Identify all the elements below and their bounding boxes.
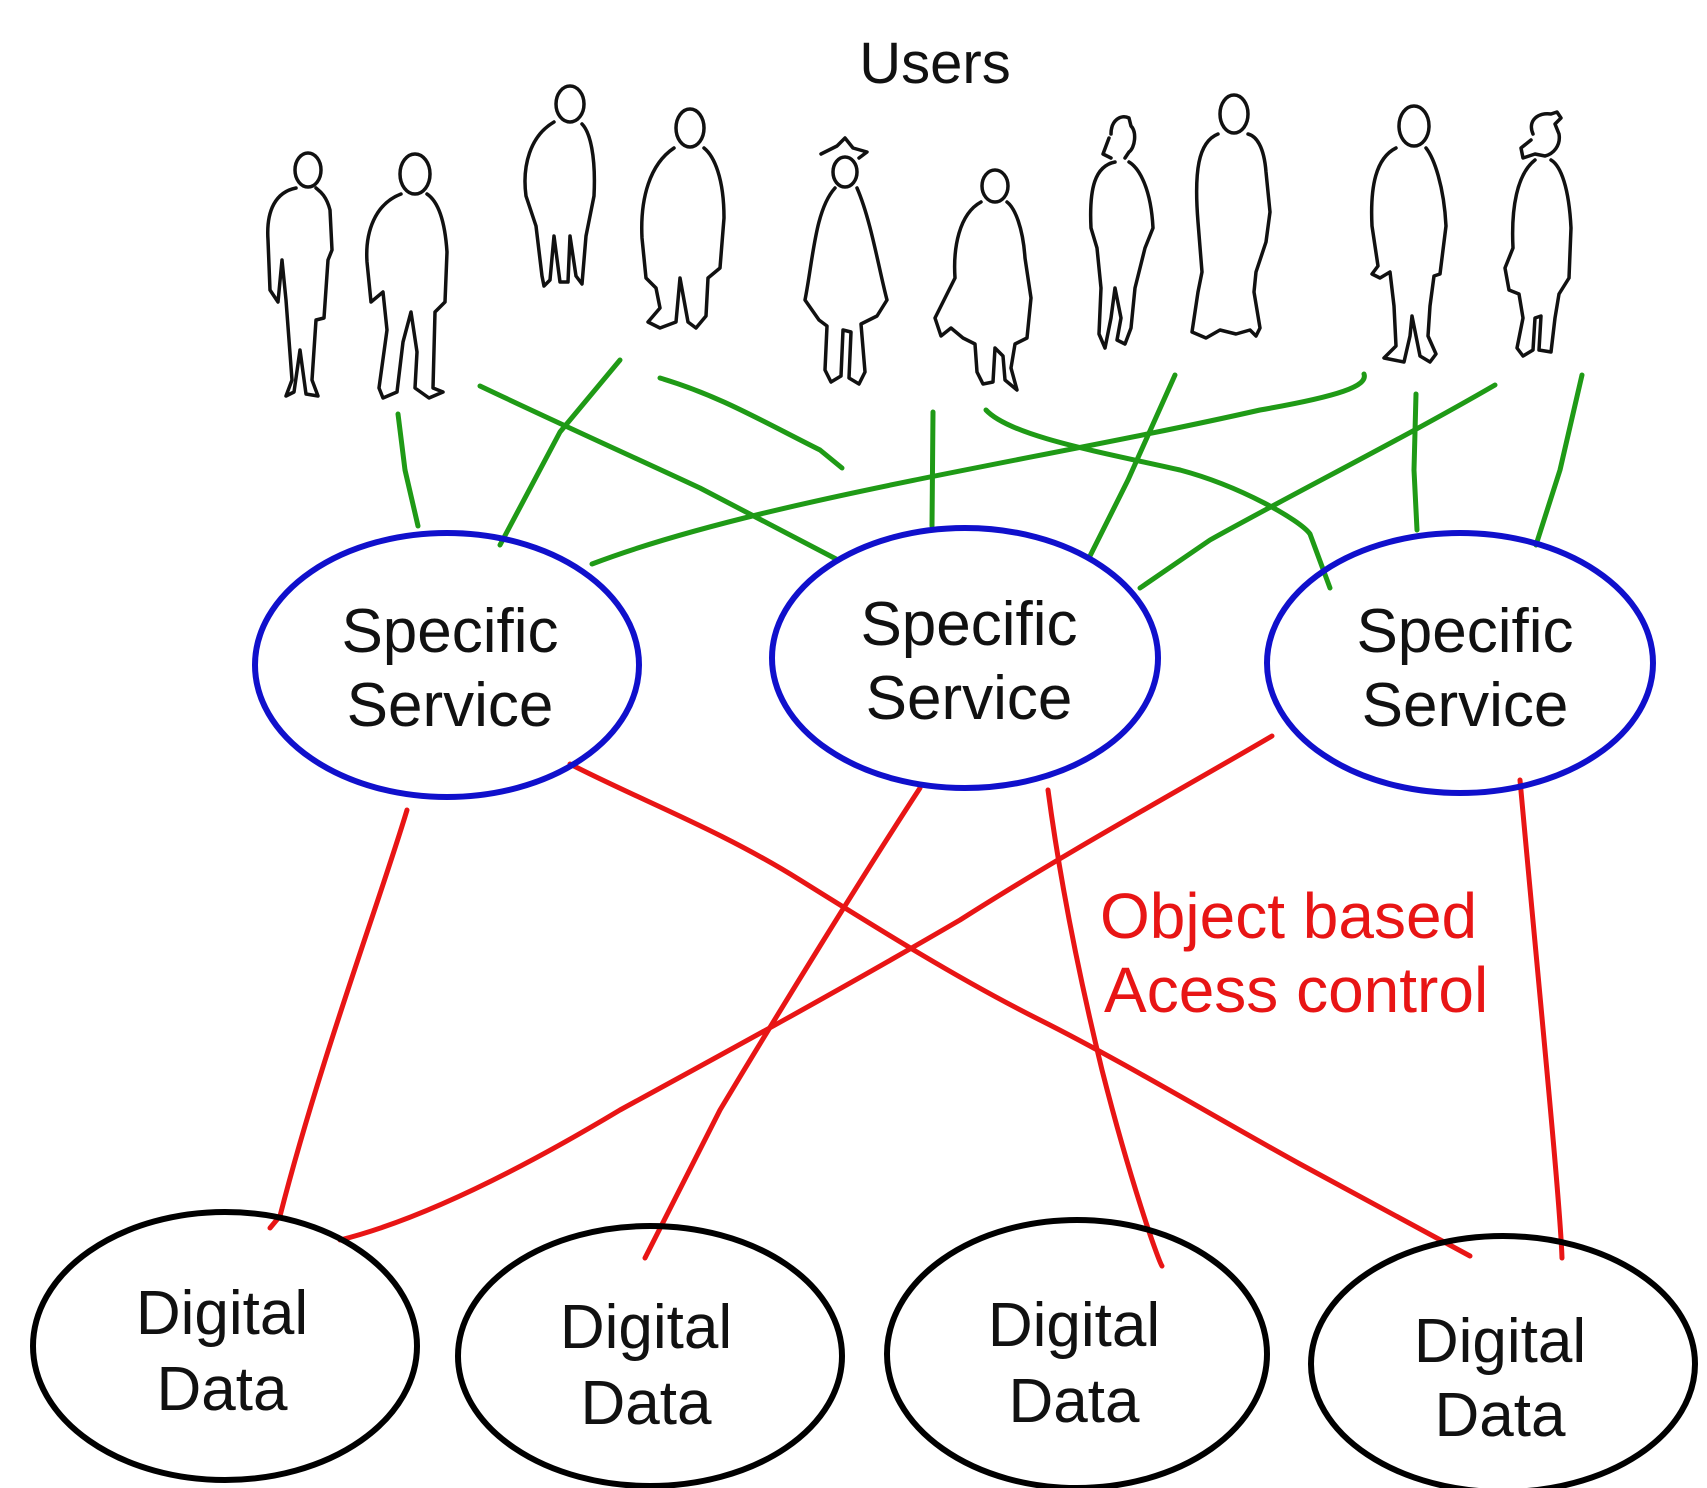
user-figure-8 — [1190, 93, 1272, 340]
service-label-1-line2: Service — [347, 671, 554, 740]
service-label-3-line2: Service — [1362, 671, 1569, 740]
access-link-6 — [1517, 777, 1565, 1261]
data-label-1-line1: Digital — [136, 1279, 308, 1348]
data-label-3-line2: Data — [1009, 1367, 1140, 1436]
users-title: Users — [859, 31, 1010, 96]
access-link-5 — [337, 733, 1275, 1243]
data-node-1: Digital Data — [30, 1209, 420, 1483]
user-figure-7 — [1088, 115, 1155, 350]
data-label-1-line2: Data — [157, 1355, 288, 1424]
access-link-4 — [1045, 787, 1165, 1269]
user-figure-2 — [365, 152, 449, 400]
user-link-6 — [929, 409, 936, 529]
user-link-11 — [1533, 372, 1585, 548]
user-link-3 — [657, 375, 845, 471]
annotation-line2: Acess control — [1104, 954, 1488, 1026]
access-link-3 — [642, 785, 923, 1261]
access-link-1 — [267, 807, 410, 1231]
user-figure-10 — [1503, 110, 1573, 358]
user-link-1 — [395, 411, 421, 529]
data-label-3-line1: Digital — [988, 1291, 1160, 1360]
user-service-links — [395, 357, 1585, 591]
user-figure-5 — [803, 136, 889, 386]
service-label-1-line1: Specific — [341, 597, 558, 666]
user-link-10 — [1411, 391, 1420, 533]
access-link-2 — [567, 761, 1473, 1259]
data-node-2: Digital Data — [455, 1223, 845, 1488]
user-link-8 — [983, 407, 1333, 591]
user-link-9 — [1137, 382, 1498, 591]
user-figure-3 — [523, 84, 597, 288]
data-ellipse-1 — [30, 1209, 420, 1483]
user-figure-6 — [933, 168, 1033, 392]
user-link-2 — [497, 357, 623, 548]
service-label-2-line2: Service — [866, 664, 1073, 733]
data-label-4-line2: Data — [1435, 1381, 1566, 1450]
service-label-3-line1: Specific — [1356, 597, 1573, 666]
service-ellipse-3 — [1264, 530, 1656, 796]
data-node-4: Digital Data — [1308, 1233, 1698, 1488]
user-link-7 — [1087, 372, 1178, 559]
annotation-line1: Object based — [1100, 880, 1477, 952]
data-ellipse-3 — [884, 1217, 1270, 1488]
data-label-4-line1: Digital — [1414, 1307, 1586, 1376]
data-label-2-line2: Data — [581, 1369, 712, 1438]
service-ellipse-2 — [769, 525, 1161, 791]
data-node-3: Digital Data — [884, 1217, 1270, 1488]
service-node-1: Specific Service — [252, 530, 642, 800]
data-ellipse-4 — [1308, 1233, 1698, 1488]
user-link-4 — [477, 383, 841, 563]
data-ellipse-2 — [455, 1223, 845, 1488]
access-control-links — [267, 733, 1565, 1269]
service-node-3: Specific Service — [1264, 530, 1656, 796]
service-label-2-line1: Specific — [860, 590, 1077, 659]
service-ellipse-1 — [252, 530, 642, 800]
data-label-2-line1: Digital — [560, 1293, 732, 1362]
user-figure-1 — [266, 151, 334, 398]
user-link-5 — [589, 371, 1367, 567]
service-node-2: Specific Service — [769, 525, 1161, 791]
user-figure-4 — [640, 107, 726, 330]
user-figure-9 — [1369, 104, 1448, 364]
